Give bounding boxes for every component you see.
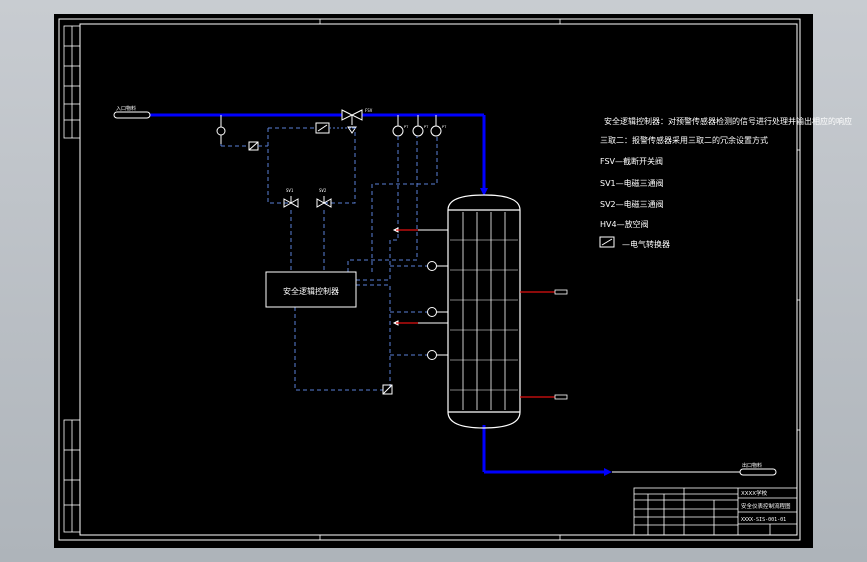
drawing-background: [54, 14, 813, 548]
outlet-tags: [554, 289, 568, 400]
vent-valve: [382, 384, 393, 395]
inlet-flow-sensor: [216, 115, 226, 144]
inner-border: [79, 23, 798, 536]
ep-converter: [315, 122, 352, 134]
inlet-connector: 入口物料: [113, 105, 151, 119]
note-line-2: 三取二：报警传感器采用三取二的冗余设置方式: [600, 135, 768, 145]
svg-text:FSV: FSV: [365, 108, 373, 113]
legend-converter: —电气转换器: [622, 239, 670, 249]
left-strip: [63, 25, 81, 533]
process-lines: [150, 113, 604, 474]
border-ticks: [319, 19, 800, 540]
notes-block: 安全逻辑控制器：对预警传感器检测的信号进行处理并输出相应的响应 三取二：报警传感…: [599, 116, 852, 249]
flow-arrow-right: [604, 468, 612, 476]
outer-border: [58, 18, 801, 541]
outlet-connector: 出口物料: [739, 462, 777, 476]
title-company: XXXX学校: [741, 489, 768, 497]
shutoff-valve: FSV: [341, 108, 373, 134]
note-line-1: 安全逻辑控制器：对预警传感器检测的信号进行处理并输出相应的响应: [604, 116, 852, 126]
legend-sv2: SV2—电磁三通阀: [600, 199, 664, 209]
reactor-vessel: [447, 194, 521, 429]
svg-text:PT: PT: [404, 125, 409, 129]
converter-legend-icon: [599, 236, 615, 248]
svg-text:PT: PT: [442, 125, 447, 129]
flow-arrow-down: [480, 188, 488, 196]
signal-lines: [220, 127, 438, 391]
svg-text:PT: PT: [424, 125, 429, 129]
legend-fsv: FSV—截断开关阀: [600, 156, 663, 166]
legend-sv1: SV1—电磁三通阀: [600, 178, 664, 188]
vessel-side-outlets: [396, 229, 555, 398]
title-drawing-no: XXXX-SIS-001-01: [741, 517, 786, 523]
controller-label: 安全逻辑控制器: [283, 286, 339, 296]
svg-text:SV2: SV2: [319, 188, 327, 193]
inlet-label: 入口物料: [116, 105, 136, 112]
svg-text:SV1: SV1: [286, 188, 294, 193]
title-drawing-name: 安全仪表控制流程图: [741, 502, 791, 510]
title-block: [633, 487, 798, 536]
legend-hv: HV4—放空阀: [600, 219, 649, 229]
solenoid-valves: SV1 SV2: [283, 188, 332, 208]
vessel-transmitters: [427, 261, 448, 360]
outlet-label: 出口物料: [742, 462, 762, 469]
logic-controller: 安全逻辑控制器: [265, 271, 357, 308]
